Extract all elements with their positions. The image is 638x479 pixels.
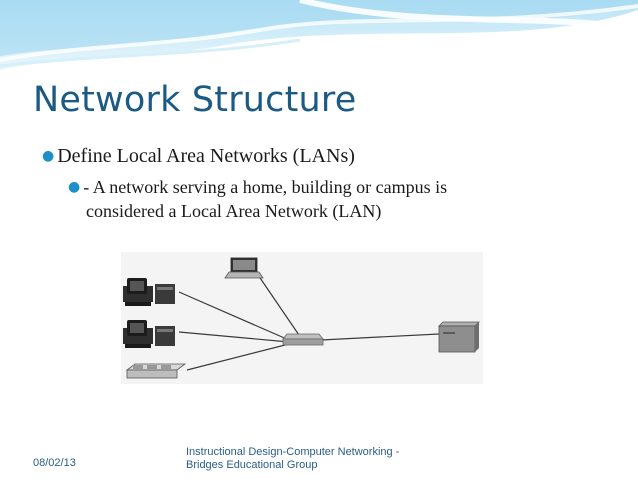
laptop-icon — [224, 257, 264, 279]
network-cables — [178, 271, 440, 371]
workstation-icon — [123, 278, 175, 306]
hub-icon — [282, 333, 324, 346]
footer-text-line1: Instructional Design-Computer Networking… — [186, 446, 400, 458]
workstation-icon — [123, 320, 175, 348]
bullet-marker-icon: ● — [42, 148, 55, 164]
slide-title: Network Structure — [33, 80, 357, 120]
footer-organization: Instructional Design-Computer Networking… — [186, 446, 426, 472]
bullet-define-lans: ●Define Local Area Networks (LANs) — [42, 145, 355, 168]
header-wave-band — [0, 0, 638, 80]
sub-bullet-lan-definition: ●- A network serving a home, building or… — [68, 175, 588, 223]
server-icon — [438, 321, 480, 353]
sub-bullet-text-line1: - A network serving a home, building or … — [83, 177, 448, 197]
lan-diagram — [121, 252, 483, 384]
bullet-text: Define Local Area Networks (LANs) — [57, 145, 355, 167]
bullet-marker-icon: ● — [68, 179, 81, 195]
footer-date: 08/02/13 — [33, 457, 76, 469]
sub-bullet-text-line2: considered a Local Area Network (LAN) — [86, 201, 382, 221]
footer-text-line2: Bridges Educational Group — [186, 459, 318, 471]
printer-icon — [125, 363, 187, 379]
